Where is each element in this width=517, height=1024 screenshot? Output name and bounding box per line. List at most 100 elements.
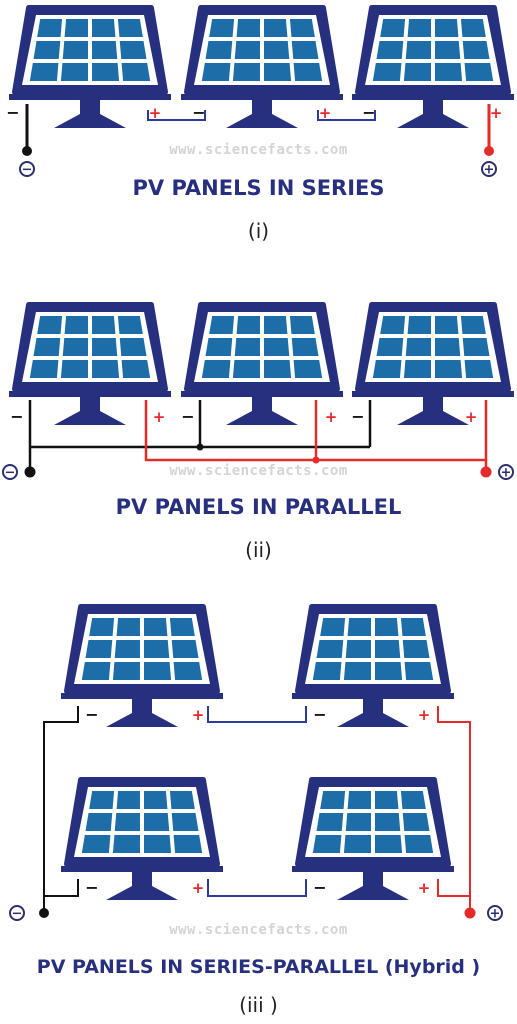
panel-stand-stem (423, 397, 443, 413)
series-negative-terminal-dot (22, 146, 32, 156)
wires-layer (22, 104, 494, 919)
panel-cell (464, 63, 494, 81)
series-positive-symbol: + (481, 161, 497, 178)
panel-cell (205, 41, 233, 59)
panel-cell (171, 640, 199, 658)
parallel-negative-symbol: − (2, 464, 18, 481)
panel-cell (347, 791, 371, 809)
terminal-sign: + (501, 466, 512, 481)
panel-cell (345, 640, 371, 658)
panel-cell (407, 316, 431, 334)
panel-base-bar (9, 94, 171, 100)
hybrid-panel-bottom-right (292, 777, 454, 900)
panel-cell (114, 640, 140, 658)
series-title: PV PANELS IN SERIES (132, 176, 385, 200)
hybrid-bl-minus: − (85, 878, 98, 897)
hybrid-br-minus: − (313, 878, 326, 897)
panel-cell (372, 63, 402, 81)
terminal-ring (487, 905, 503, 921)
panel-cell (169, 791, 195, 809)
parallel-panel-3-plus: + (465, 408, 478, 426)
panel-cell (232, 63, 260, 81)
panel-cell (380, 316, 406, 334)
panel-cell (289, 19, 315, 37)
panel-cell (201, 63, 231, 81)
terminal-sign: − (22, 163, 33, 178)
hybrid-negative-branch (44, 879, 79, 897)
panel-base-bar (292, 693, 454, 699)
panel-cell (236, 316, 260, 334)
panel-cell (92, 41, 118, 59)
series-link-1-2 (147, 110, 206, 121)
panel-cell (462, 338, 490, 356)
terminal-ring (19, 161, 35, 177)
series-label: (i) (247, 219, 270, 243)
parallel-label: (ii) (245, 538, 272, 562)
panel-cell (92, 338, 118, 356)
panel-cell (376, 41, 404, 59)
parallel-negative-junction (196, 443, 204, 451)
panel-cell (316, 813, 344, 831)
panel-base-bar (61, 693, 223, 699)
panel-stand-foot (397, 114, 469, 128)
panel-stand-stem (252, 397, 272, 413)
panel-stand-foot (337, 886, 409, 900)
hybrid-positive-terminal-dot (464, 907, 476, 919)
panel-cell (116, 791, 140, 809)
panel-cell (114, 813, 140, 831)
terminal-ring (498, 464, 514, 480)
series-panel-1 (9, 5, 171, 128)
hybrid-br-plus: + (418, 879, 431, 897)
panel-cell (312, 662, 342, 680)
panel-cell (316, 640, 344, 658)
panel-cell (343, 835, 371, 853)
terminal-sign: − (5, 466, 16, 481)
panel-cell (291, 338, 319, 356)
panel-cell (375, 813, 401, 831)
panel-cell (169, 618, 195, 636)
panel-cell (81, 835, 111, 853)
panel-stand-foot (54, 411, 126, 425)
panel-cell (460, 316, 486, 334)
panel-cell (320, 618, 346, 636)
panel-cell (62, 41, 88, 59)
panel-base-bar (292, 866, 454, 872)
panel-cell (121, 63, 151, 81)
panel-stand-foot (397, 411, 469, 425)
parallel-panel-2-plus: + (325, 408, 338, 426)
panel-cell (435, 41, 461, 59)
series-negative-symbol: − (19, 161, 35, 178)
panel-cell (171, 813, 199, 831)
panel-cell (376, 338, 404, 356)
panel-cell (117, 316, 143, 334)
panel-cell (29, 360, 59, 378)
panel-stand-foot (226, 114, 298, 128)
parallel-panel-1 (9, 302, 171, 425)
panel-stand-stem (80, 397, 100, 413)
panel-cell (402, 813, 430, 831)
watermark-series: www.sciencefacts.com (169, 142, 348, 158)
parallel-positive-symbol: + (498, 464, 514, 481)
series-panel-3-plus: + (490, 104, 503, 122)
panel-cell (460, 19, 486, 37)
terminal-ring (9, 905, 25, 921)
hybrid-tr-minus: − (313, 705, 326, 724)
panel-cell (85, 640, 113, 658)
panel-stand-stem (363, 699, 383, 715)
watermark-parallel: www.sciencefacts.com (169, 463, 348, 479)
parallel-panel-2-minus: − (181, 407, 194, 426)
panel-cell (405, 41, 431, 59)
panel-cell (435, 338, 461, 356)
panel-cell (209, 316, 235, 334)
panel-cell (144, 835, 172, 853)
terminal-ring (2, 464, 18, 480)
panel-cell (144, 791, 168, 809)
panel-cell (264, 316, 288, 334)
panel-cell (33, 41, 61, 59)
terminal-sign: + (490, 907, 501, 922)
panel-cell (375, 662, 403, 680)
hybrid-negative-terminal-dot (39, 908, 49, 918)
panel-cell (407, 19, 431, 37)
panel-stand-stem (132, 699, 152, 715)
terminal-sign: − (12, 907, 23, 922)
